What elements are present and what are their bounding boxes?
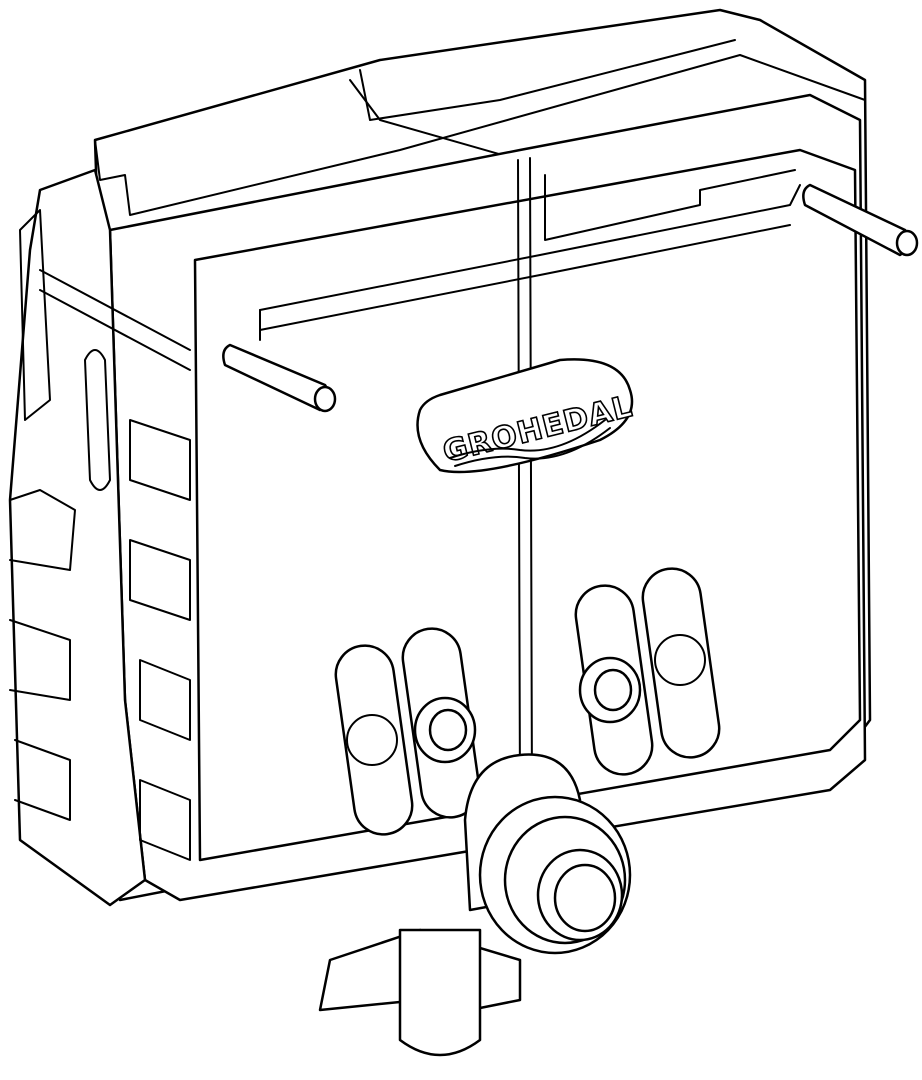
grohedal-logo: GROHEDAL	[416, 358, 637, 474]
mounting-rod-left	[222, 343, 337, 413]
cistern-side-ribs	[8, 168, 191, 907]
water-inlet-left	[413, 696, 477, 764]
water-inlet-right	[578, 656, 642, 724]
mounting-rod-right	[802, 183, 919, 257]
flush-outlet	[318, 753, 632, 1057]
